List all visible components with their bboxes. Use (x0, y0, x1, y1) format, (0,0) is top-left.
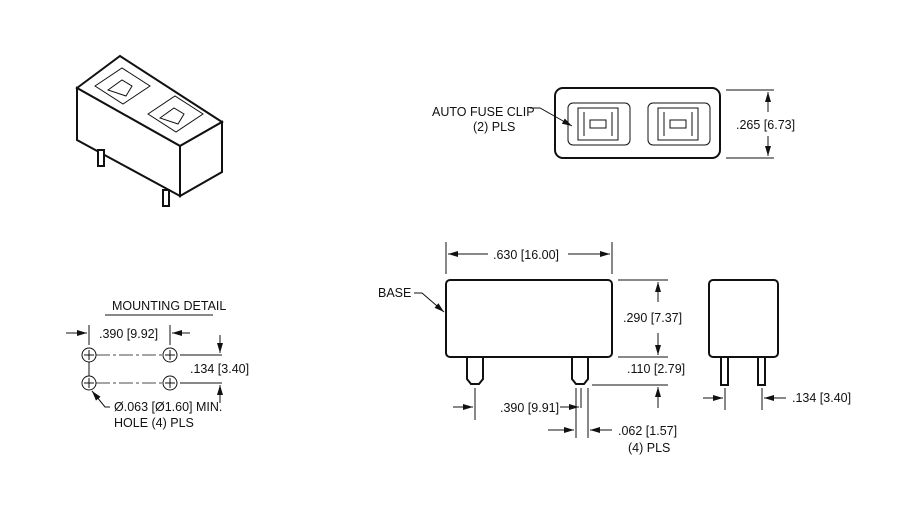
height-dimension: .290 [7.37] (623, 311, 682, 325)
fuse-clip-callout: AUTO FUSE CLIP (432, 105, 535, 119)
pin-width-dimension: .062 [1.57] (618, 424, 677, 438)
hole-spacing-dimension: .390 [9.92] (99, 327, 158, 341)
hole-size-label: Ø.063 [Ø1.60] MIN. (114, 400, 222, 414)
hole-count-label: HOLE (4) PLS (114, 416, 194, 430)
row-spacing-dimension: .134 [3.40] (190, 362, 249, 376)
base-label: BASE (378, 286, 411, 300)
mounting-detail-title: MOUNTING DETAIL (112, 299, 226, 313)
pin-spacing-dimension: .390 [9.91] (500, 401, 559, 415)
side-view: BASE .630 [16.00] .290 [7.37] .110 [2.79… (378, 242, 685, 455)
mounting-holes (81, 347, 178, 391)
pin-spacing-dimension: .134 [3.40] (792, 391, 851, 405)
fuse-clip-right (647, 102, 711, 146)
pin-length-dimension: .110 [2.79] (627, 362, 685, 376)
isometric-view (75, 54, 224, 207)
mounting-detail: MOUNTING DETAIL .390 [9.92] .134 [3.40] … (66, 299, 249, 430)
top-view: AUTO FUSE CLIP (2) PLS .265 [6.73] (432, 87, 795, 159)
height-dimension: .265 [6.73] (736, 118, 795, 132)
fuse-clip-left (567, 102, 631, 146)
width-dimension: .630 [16.00] (493, 248, 559, 262)
pin-count-label: (4) PLS (628, 441, 670, 455)
fuse-clip-count: (2) PLS (473, 120, 515, 134)
end-view: .134 [3.40] (703, 279, 851, 410)
